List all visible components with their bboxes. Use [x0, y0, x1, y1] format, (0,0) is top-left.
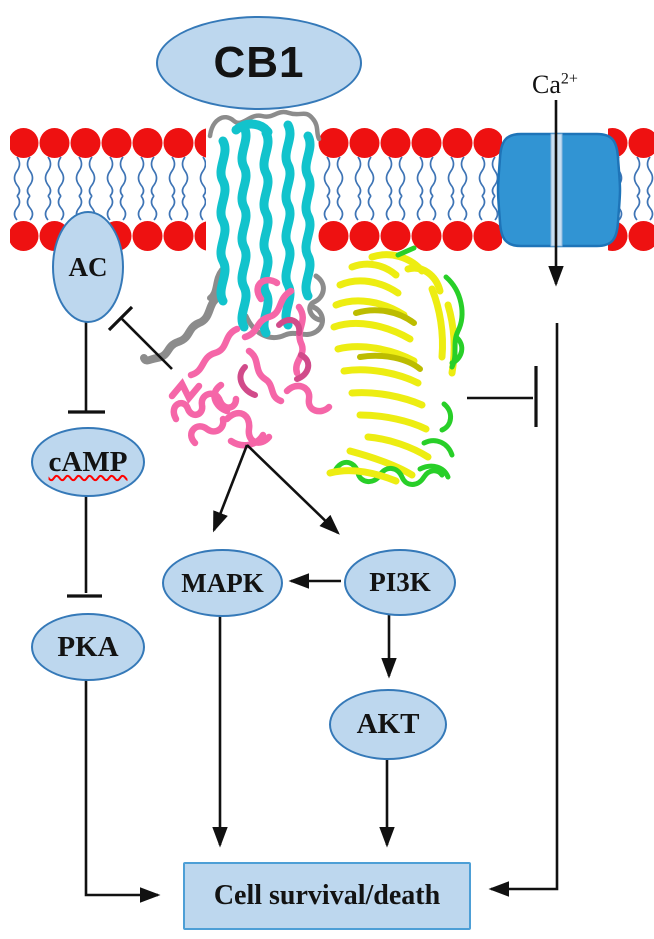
node-pka: PKA — [31, 613, 145, 681]
node-cell-survival-death: Cell survival/death — [183, 862, 471, 930]
g-beta-ribbon — [330, 251, 458, 479]
g-gamma-ribbon — [326, 245, 465, 487]
node-camp: cAMP — [31, 427, 145, 497]
node-ac: AC — [52, 211, 124, 323]
calcium-channel — [496, 132, 622, 248]
membrane-top-leaflet — [10, 128, 654, 198]
calcium-ion-text: Ca — [532, 70, 561, 99]
calcium-ion-charge: 2+ — [560, 70, 578, 88]
receptor-ribbon — [140, 109, 326, 365]
pathway-connectors — [67, 100, 564, 903]
node-pi3k: PI3K — [344, 549, 456, 616]
node-cb1: CB1 — [156, 16, 362, 110]
node-akt: AKT — [329, 689, 447, 760]
gprotein-to-ca-inhibition — [467, 366, 538, 427]
camp-to-pka-inhibition — [67, 493, 102, 598]
calcium-ion-label: Ca2+ — [532, 70, 612, 102]
node-mapk: MAPK — [162, 549, 283, 617]
g-alpha-ribbon — [168, 276, 333, 449]
ac-to-camp-inhibition — [68, 320, 105, 414]
gprotein-to-mapk-arrow — [212, 444, 249, 533]
membrane-bottom-leaflet — [10, 196, 654, 252]
gprotein-to-pi3k-arrow — [246, 444, 340, 535]
ca-to-outcome-arrow — [488, 323, 559, 897]
pka-to-outcome-arrow — [84, 679, 161, 903]
camp-label: cAMP — [48, 445, 128, 478]
gprotein-to-ac-inhibition — [107, 305, 173, 370]
